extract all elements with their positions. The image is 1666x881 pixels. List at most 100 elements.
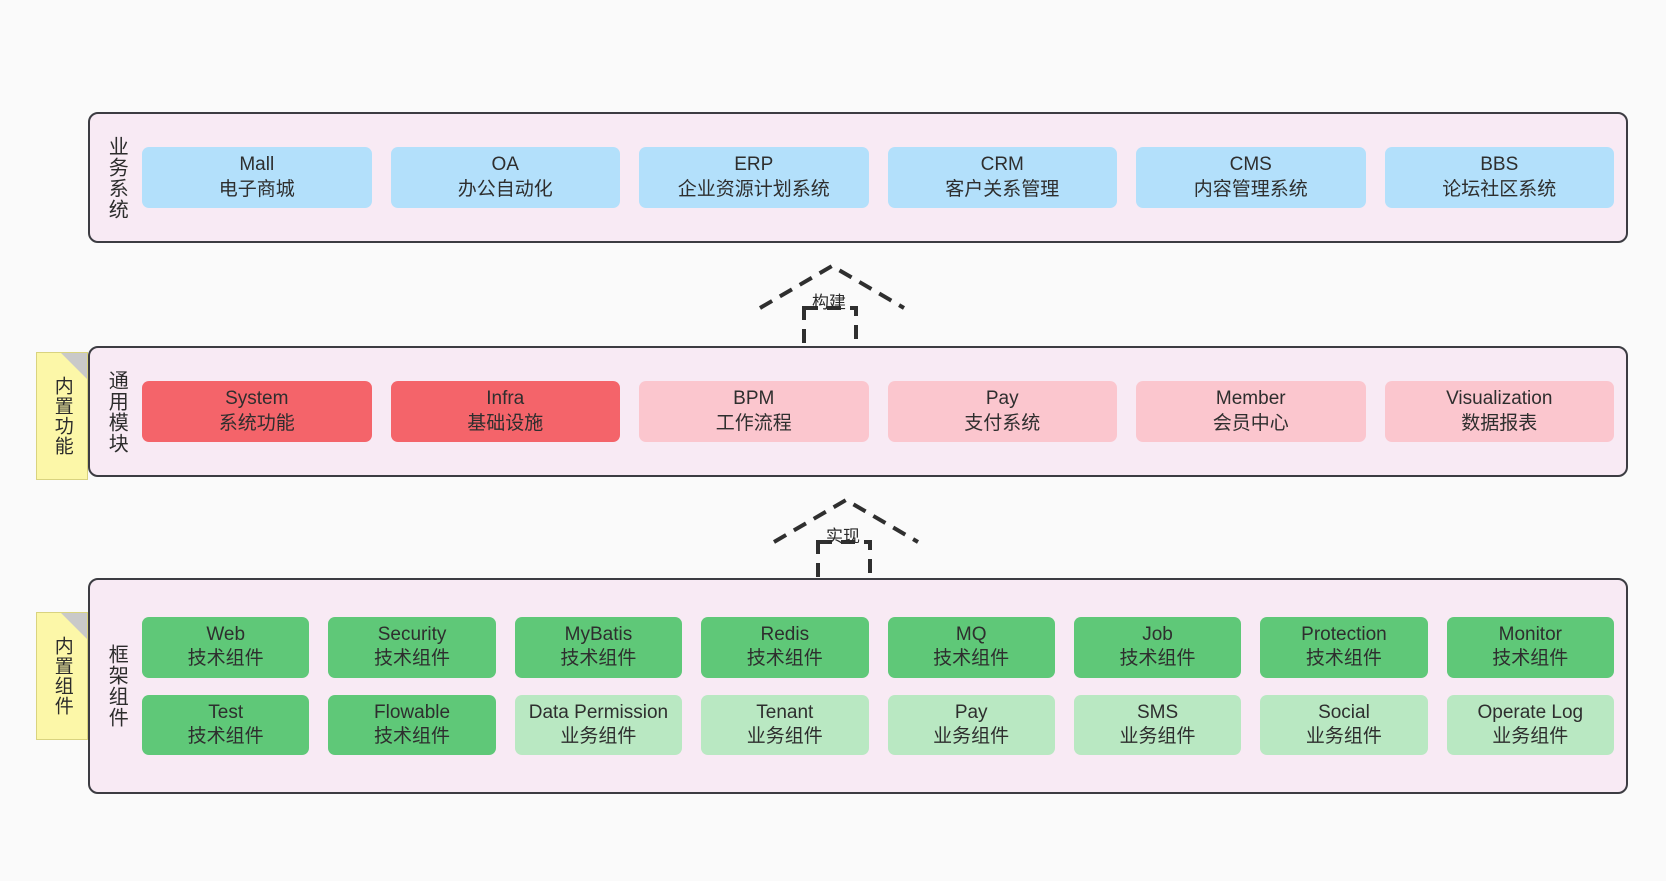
connector-implement: 实现 <box>766 492 926 590</box>
component-card-subtitle: 技术组件 <box>746 648 823 670</box>
module-card-subtitle: 内容管理系统 <box>1193 178 1308 200</box>
layer-business-systems: 业务系统 Mall 电子商城 OA 办公自动化 ERP 企业资源计划系统 CRM… <box>88 112 1628 243</box>
module-card-bbs[interactable]: BBS 论坛社区系统 <box>1384 147 1614 208</box>
note-builtin-functions: 内置功能 <box>36 352 88 480</box>
module-card-cms[interactable]: CMS 内容管理系统 <box>1136 147 1366 208</box>
component-card-title: Test <box>208 701 244 723</box>
module-card-subtitle: 办公自动化 <box>457 178 553 200</box>
module-card-title: BBS <box>1480 154 1519 176</box>
component-card-title: Tenant <box>756 701 814 723</box>
component-card-title: Data Permission <box>528 701 669 723</box>
module-card-subtitle: 支付系统 <box>964 412 1041 434</box>
component-card-protection[interactable]: Protection 技术组件 <box>1260 616 1428 678</box>
layer-title-framework-components: 框架组件 <box>105 644 128 728</box>
component-card-data-permission[interactable]: Data Permission 业务组件 <box>514 694 683 756</box>
component-card-title: SMS <box>1136 701 1179 723</box>
component-card-title: Job <box>1142 623 1173 645</box>
component-card-redis[interactable]: Redis 技术组件 <box>701 616 869 678</box>
module-card-subtitle: 客户关系管理 <box>945 178 1060 200</box>
component-card-subtitle: 技术组件 <box>374 648 451 670</box>
note-fold-corner-icon <box>61 353 87 379</box>
row-technical-components: Web 技术组件 Security 技术组件 MyBatis 技术组件 Redi… <box>142 616 1614 678</box>
row-business-components: Test 技术组件 Flowable 技术组件 Data Permission … <box>142 694 1614 756</box>
module-card-erp[interactable]: ERP 企业资源计划系统 <box>639 147 869 208</box>
module-card-subtitle: 企业资源计划系统 <box>677 178 830 200</box>
component-card-web[interactable]: Web 技术组件 <box>142 616 310 678</box>
module-card-subtitle: 论坛社区系统 <box>1442 178 1557 200</box>
row-common-modules: System 系统功能 Infra 基础设施 BPM 工作流程 Pay 支付系统… <box>142 381 1614 442</box>
component-card-subtitle: 业务组件 <box>1119 725 1196 747</box>
module-card-subtitle: 基础设施 <box>467 412 544 434</box>
module-card-title: CRM <box>980 154 1024 176</box>
module-card-mall[interactable]: Mall 电子商城 <box>142 147 372 208</box>
component-card-operate-log[interactable]: Operate Log 业务组件 <box>1446 694 1614 756</box>
module-card-crm[interactable]: CRM 客户关系管理 <box>887 147 1117 208</box>
component-card-subtitle: 业务组件 <box>933 725 1010 747</box>
component-card-subtitle: 业务组件 <box>560 725 637 747</box>
note-label: 内置组件 <box>51 636 73 716</box>
component-card-test[interactable]: Test 技术组件 <box>142 694 310 756</box>
module-card-title: ERP <box>734 154 774 176</box>
component-card-mq[interactable]: MQ 技术组件 <box>887 616 1055 678</box>
module-card-title: Pay <box>985 388 1019 410</box>
module-card-system[interactable]: System 系统功能 <box>142 381 372 442</box>
component-card-title: Monitor <box>1498 623 1562 645</box>
module-card-title: Visualization <box>1446 388 1553 410</box>
component-card-title: Social <box>1318 701 1370 723</box>
connector-implement-label: 实现 <box>826 527 860 546</box>
module-card-title: OA <box>491 154 519 176</box>
component-card-subtitle: 技术组件 <box>1492 648 1569 670</box>
layer-title-common-modules: 通用模块 <box>105 369 128 454</box>
component-card-title: Web <box>206 623 246 645</box>
module-card-title: System <box>225 388 289 410</box>
component-card-title: MQ <box>955 623 987 645</box>
connector-build-label: 构建 <box>812 293 846 312</box>
note-label: 内置功能 <box>51 376 73 456</box>
module-card-title: Member <box>1215 388 1286 410</box>
layer-body-framework-components: Web 技术组件 Security 技术组件 MyBatis 技术组件 Redi… <box>142 580 1626 792</box>
component-card-mybatis[interactable]: MyBatis 技术组件 <box>514 616 683 678</box>
module-card-title: BPM <box>733 388 775 410</box>
module-card-title: CMS <box>1229 154 1272 176</box>
module-card-pay[interactable]: Pay 支付系统 <box>887 381 1117 442</box>
component-card-subtitle: 业务组件 <box>746 725 823 747</box>
component-card-flowable[interactable]: Flowable 技术组件 <box>328 694 496 756</box>
module-card-subtitle: 系统功能 <box>218 412 295 434</box>
layer-framework-components: 框架组件 Web 技术组件 Security 技术组件 MyBatis 技术组件… <box>88 578 1628 794</box>
row-business-systems: Mall 电子商城 OA 办公自动化 ERP 企业资源计划系统 CRM 客户关系… <box>142 147 1614 208</box>
component-card-title: MyBatis <box>564 623 633 645</box>
component-card-pay[interactable]: Pay 业务组件 <box>887 694 1055 756</box>
component-card-title: Flowable <box>374 701 451 723</box>
layer-body-common-modules: System 系统功能 Infra 基础设施 BPM 工作流程 Pay 支付系统… <box>142 348 1626 475</box>
component-card-subtitle: 技术组件 <box>374 725 451 747</box>
component-card-subtitle: 技术组件 <box>560 648 637 670</box>
component-card-subtitle: 技术组件 <box>187 648 264 670</box>
module-card-visualization[interactable]: Visualization 数据报表 <box>1384 381 1614 442</box>
component-card-subtitle: 技术组件 <box>187 725 264 747</box>
component-card-title: Pay <box>954 701 988 723</box>
module-card-member[interactable]: Member 会员中心 <box>1136 381 1366 442</box>
component-card-monitor[interactable]: Monitor 技术组件 <box>1446 616 1614 678</box>
component-card-social[interactable]: Social 业务组件 <box>1260 694 1428 756</box>
component-card-subtitle: 技术组件 <box>933 648 1010 670</box>
module-card-infra[interactable]: Infra 基础设施 <box>390 381 620 442</box>
module-card-bpm[interactable]: BPM 工作流程 <box>639 381 869 442</box>
component-card-title: Redis <box>760 623 810 645</box>
layer-title-business-systems: 业务系统 <box>105 135 128 220</box>
module-card-title: Infra <box>486 388 525 410</box>
connector-build: 构建 <box>752 258 912 356</box>
module-card-subtitle: 电子商城 <box>218 178 295 200</box>
component-card-subtitle: 业务组件 <box>1305 725 1382 747</box>
component-card-tenant[interactable]: Tenant 业务组件 <box>701 694 869 756</box>
component-card-subtitle: 技术组件 <box>1305 648 1382 670</box>
module-card-oa[interactable]: OA 办公自动化 <box>390 147 620 208</box>
note-builtin-components: 内置组件 <box>36 612 88 740</box>
component-card-sms[interactable]: SMS 业务组件 <box>1073 694 1242 756</box>
layer-body-business-systems: Mall 电子商城 OA 办公自动化 ERP 企业资源计划系统 CRM 客户关系… <box>142 114 1626 241</box>
component-card-subtitle: 业务组件 <box>1492 725 1569 747</box>
component-card-title: Operate Log <box>1477 701 1584 723</box>
component-card-job[interactable]: Job 技术组件 <box>1073 616 1242 678</box>
component-card-security[interactable]: Security 技术组件 <box>328 616 496 678</box>
note-fold-corner-icon <box>61 613 87 639</box>
